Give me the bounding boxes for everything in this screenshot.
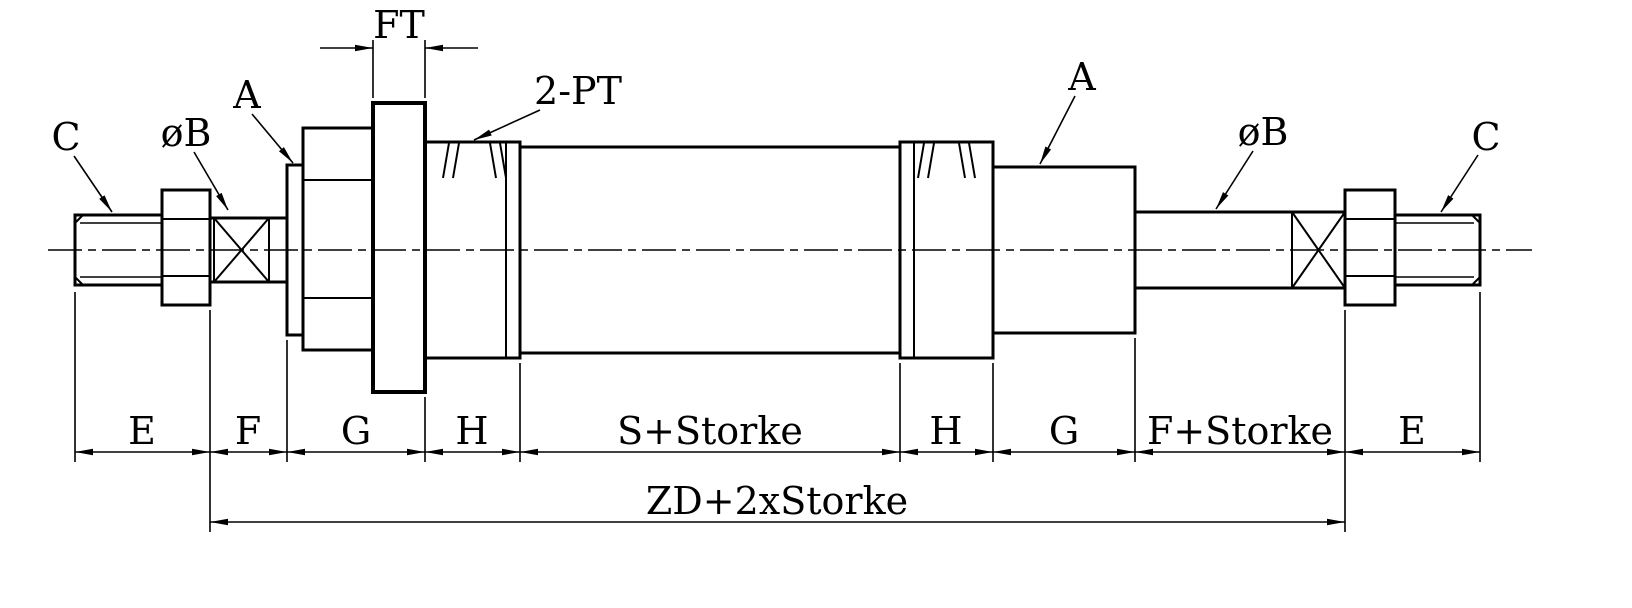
wrench-flats-right	[1291, 211, 1346, 289]
dim-label-overall: ZD+2xStorke	[646, 479, 908, 523]
labels: FT C øB A 2-PT A øB C E F G H S+Storke H…	[51, 3, 1500, 523]
label-c-right: C	[1471, 115, 1500, 159]
dim-label-h-left: H	[455, 409, 488, 453]
label-dia-b-right: øB	[1238, 110, 1289, 154]
dim-label-s-stroke: S+Storke	[617, 409, 803, 453]
dim-label-e-right: E	[1398, 409, 1426, 453]
leader-c-right	[1440, 154, 1479, 213]
dim-label-f-stroke: F+Storke	[1147, 409, 1333, 453]
dim-label-f-left: F	[235, 409, 261, 453]
label-a-right: A	[1067, 55, 1096, 99]
dim-label-e-left: E	[128, 409, 156, 453]
hex-nut-left	[160, 188, 212, 307]
cylinder-body-outline	[73, 101, 1482, 394]
leader-c-left	[73, 155, 113, 213]
port-thread-marks-right	[917, 142, 976, 179]
label-port: 2-PT	[534, 69, 622, 113]
detail-lines	[74, 142, 1481, 358]
label-dia-b-left: øB	[161, 111, 212, 155]
hex-nut-right	[1343, 188, 1397, 307]
thread-chamfers	[74, 214, 1481, 286]
hex-nut-right-facets	[1345, 218, 1395, 277]
dimension-lines	[75, 44, 1480, 526]
leader-a-left	[251, 113, 294, 164]
thread-root-left	[80, 222, 162, 278]
leader-dia-b-right	[1215, 150, 1254, 210]
extension-lines-bottom	[74, 292, 1481, 532]
leader-port	[473, 109, 541, 141]
mounting-nut-facets	[303, 179, 373, 299]
dim-label-h-right: H	[929, 409, 962, 453]
leader-dia-b-left	[193, 151, 229, 211]
port-thread-marks-left	[442, 142, 507, 179]
thread-root-right	[1395, 222, 1474, 278]
label-a-left: A	[232, 73, 261, 117]
leader-lines	[73, 95, 1479, 213]
dim-label-g-right: G	[1049, 409, 1079, 453]
leader-a-right	[1039, 95, 1076, 165]
dim-label-g-left: G	[341, 409, 371, 453]
label-ft: FT	[373, 3, 425, 47]
extension-lines-top	[372, 40, 426, 98]
label-c-left: C	[51, 115, 80, 159]
mounting-plate	[371, 101, 427, 394]
extension-lines	[74, 40, 1481, 532]
wrench-flats-left	[213, 217, 270, 283]
mounting-nut	[301, 126, 375, 352]
hex-nut-left-facets	[162, 218, 210, 277]
rod-end-thread-right	[1393, 213, 1482, 287]
